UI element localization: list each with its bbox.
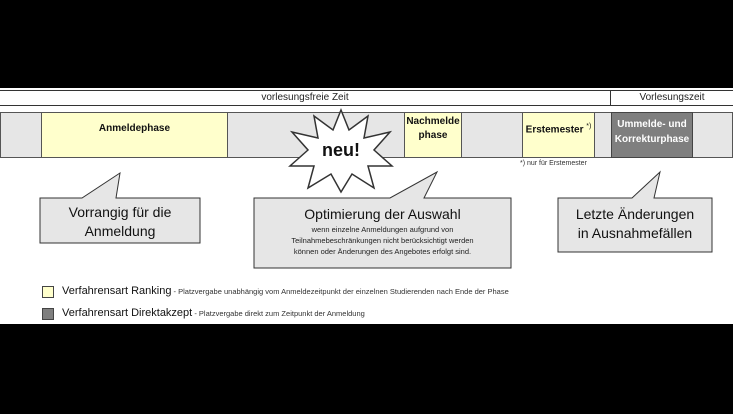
phase-erstemester: Erstemester *)	[522, 112, 595, 158]
legend-desc: - Platzvergabe unabhängig vom Anmeldezei…	[171, 287, 509, 296]
phase-label-line2: Korrekturphase	[614, 134, 690, 145]
starburst	[288, 107, 394, 194]
footnote-erstemester: *) nur für Erstemester	[520, 160, 587, 167]
callout-line: wenn einzelne Anmeldungen aufgrund von	[311, 225, 454, 234]
callout-middle-shape	[253, 170, 512, 269]
phase-nachmeldephase: Nachmelde phase	[404, 112, 462, 158]
callout-left-shape	[39, 171, 201, 244]
phase-label: Erstemester	[525, 124, 584, 136]
diagram-canvas: vorlesungsfreie Zeit Vorlesungszeit Anme…	[0, 88, 733, 324]
phase-ummelde-korrekturphase: Ummelde- und Korrekturphase	[611, 112, 693, 158]
zone-vorlesungsfreie-zeit: vorlesungsfreie Zeit	[0, 90, 611, 106]
legend-desc: - Platzvergabe direkt zum Zeitpunkt der …	[192, 309, 365, 318]
callout-left-text: Vorrangig für die Anmeldung	[40, 203, 200, 241]
legend-swatch-ranking	[42, 286, 54, 298]
callout-right-shape	[557, 170, 713, 253]
callout-line: Teilnahmebeschränkungen nicht berücksich…	[291, 236, 474, 245]
callout-shapes	[39, 170, 713, 269]
phase-label-line1: Nachmelde	[406, 116, 460, 127]
starburst-shape	[288, 107, 394, 194]
footnote-mark: *)	[586, 123, 592, 130]
legend-label: Verfahrensart Direktakzept	[62, 307, 193, 319]
phase-label: Anmeldephase	[98, 123, 171, 134]
phase-label-line1: Ummelde- und	[617, 119, 687, 130]
legend-swatch-direkt	[42, 308, 54, 320]
zone-label: vorlesungsfreie Zeit	[261, 92, 349, 103]
callout-title: Optimierung der Auswahl	[304, 206, 461, 222]
phase-anmeldephase: Anmeldephase	[41, 112, 228, 158]
phase-label-line2: phase	[418, 130, 448, 141]
callout-line: Letzte Änderungen	[575, 206, 695, 222]
legend-label: Verfahrensart Ranking	[62, 285, 172, 297]
zone-label: Vorlesungszeit	[639, 92, 705, 103]
zone-vorlesungszeit: Vorlesungszeit	[611, 90, 733, 106]
starburst-label: neu!	[322, 140, 360, 160]
callout-line: in Ausnahmefällen	[577, 225, 693, 241]
callout-right-text: Letzte Änderungen in Ausnahmefällen	[558, 205, 712, 243]
callout-line: Vorrangig für die	[68, 204, 172, 220]
legend-ranking: Verfahrensart Ranking - Platzvergabe una…	[62, 285, 509, 297]
callout-line: Anmeldung	[84, 223, 156, 239]
callout-middle-text: Optimierung der Auswahl wenn einzelne An…	[254, 205, 511, 257]
callout-line: können oder Änderungen des Angebotes erf…	[293, 247, 472, 256]
legend-direktakzept: Verfahrensart Direktakzept - Platzvergab…	[62, 307, 365, 319]
